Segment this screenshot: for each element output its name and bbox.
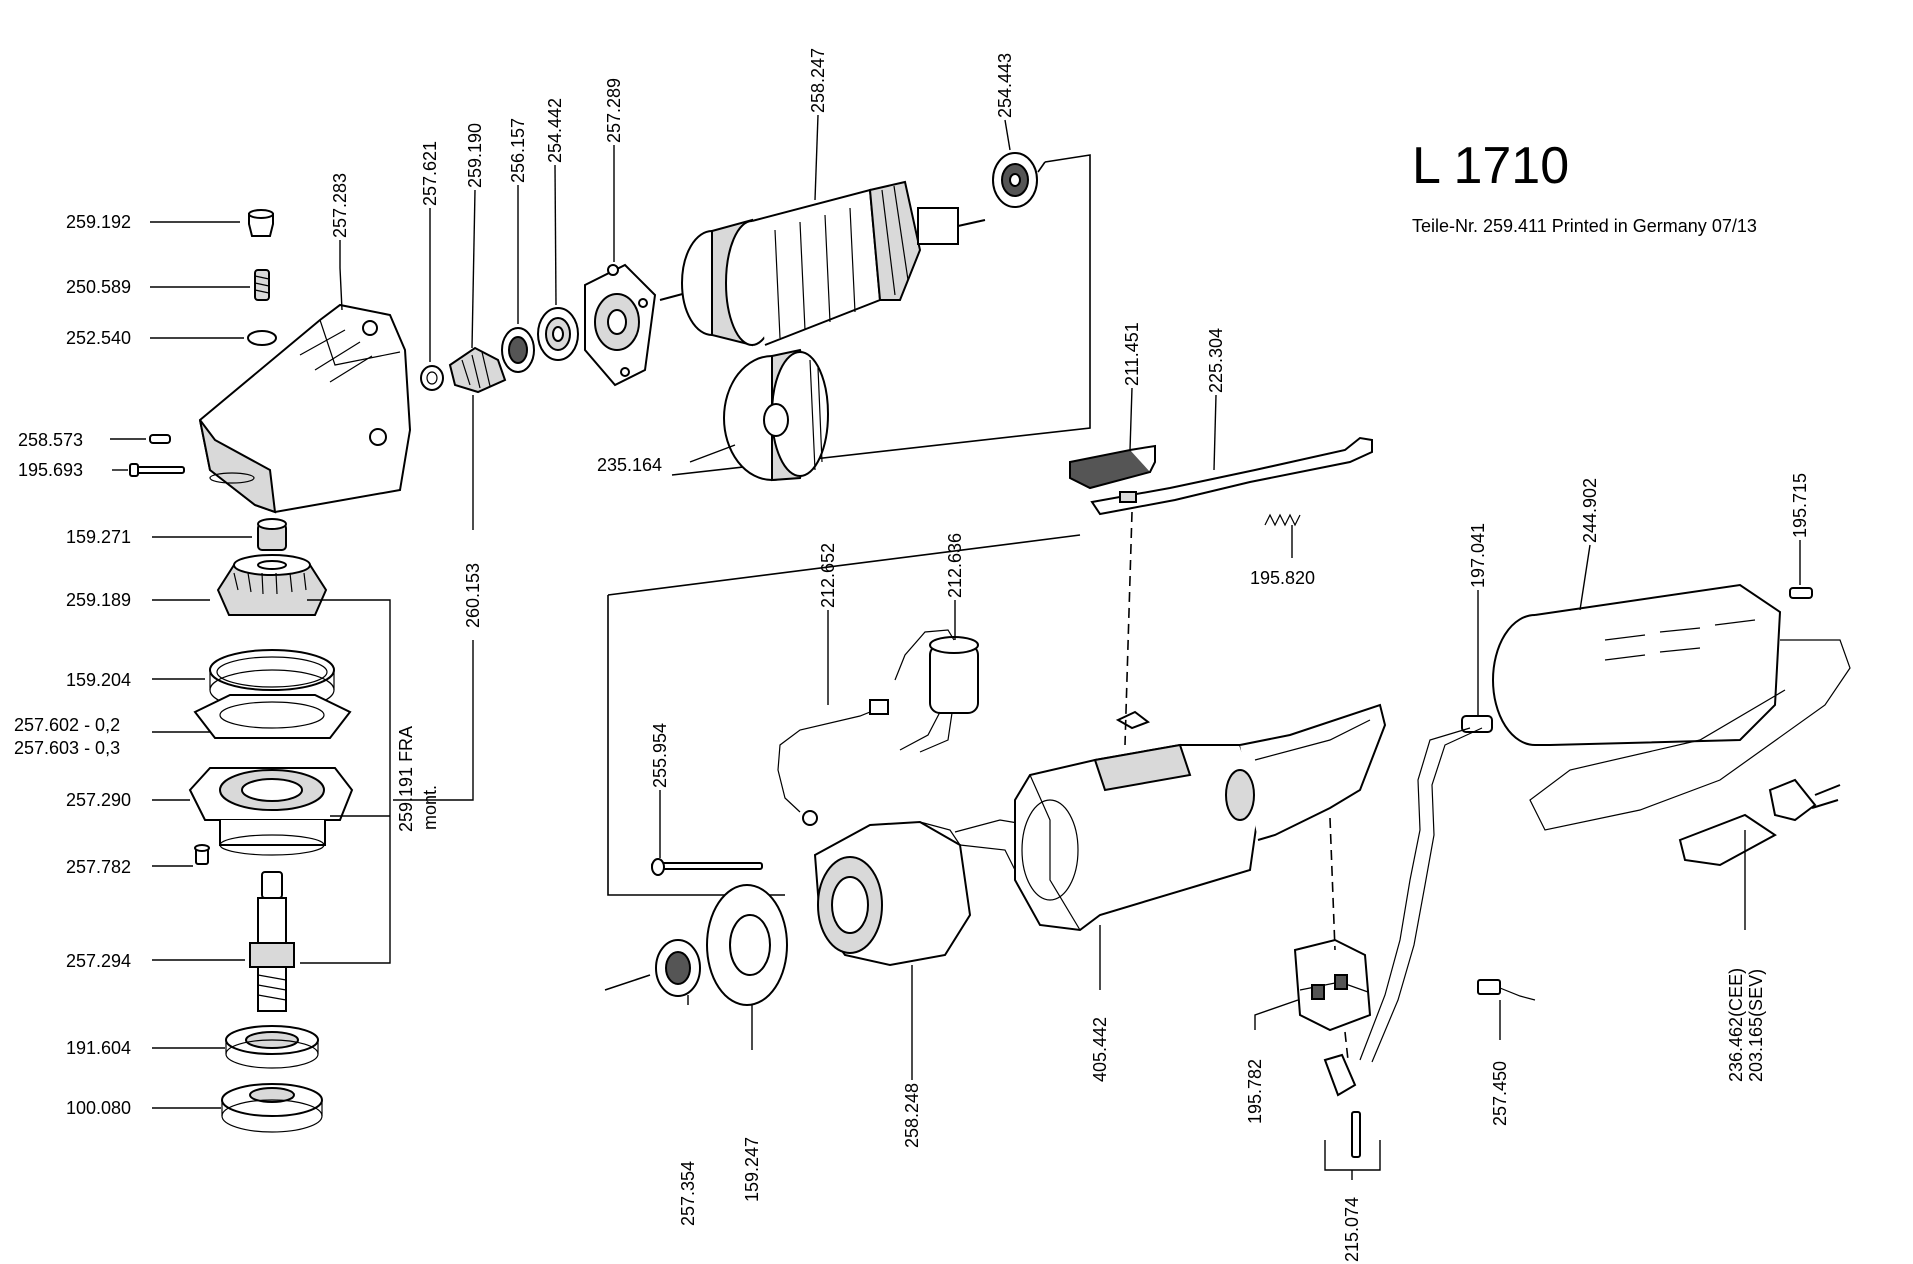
nut-257-621 [420,365,444,391]
screw-257-782 [194,844,210,865]
capacitor-212-636 [894,629,979,753]
label-235-164: 235.164 [597,455,662,475]
switch-button-211-451 [1069,444,1156,490]
label-191-604: 191.604 [66,1038,131,1058]
screw-259-192 [248,209,274,237]
label-256-157: 256.157 [508,118,528,183]
switch-rod-225-304 [1090,436,1373,516]
label-225-304: 225.304 [1206,328,1226,393]
label-100-080: 100.080 [66,1098,131,1118]
label-257-354: 257.354 [678,1161,698,1226]
screw-195-715 [1789,587,1813,599]
bevel-gear-259-189 [216,554,328,616]
label-255-954: 255.954 [650,723,670,788]
label-257-450: 257.450 [1490,1061,1510,1126]
armature-258-247 [659,180,986,347]
nut-100-080 [221,1083,323,1133]
section-frame [604,154,1091,991]
bearing-flange-257-290 [188,767,354,856]
cable-197-041 [1359,715,1493,1063]
label-259-189: 259.189 [66,590,131,610]
ring-159-204 [209,649,335,711]
label-195-715: 195.715 [1790,473,1810,538]
label-203-165: 203.165(SEV) [1746,969,1766,1082]
label-244-902: 244.902 [1580,478,1600,543]
label-257-283: 257.283 [330,173,350,238]
label-257-602: 257.602 - 0,2 [14,715,120,735]
gear-235-164 [723,348,829,482]
plug-236-462 [1529,639,1851,867]
o-ring-252-540 [247,330,277,346]
label-195-820: 195.820 [1250,568,1315,588]
bearing-254-442 [537,307,579,361]
cable-212-652 [777,699,889,826]
cover-244-902 [1492,583,1782,746]
label-195-782: 195.782 [1245,1059,1265,1124]
stator-258-248 [813,819,1031,967]
label-258-247: 258.247 [808,48,828,113]
label-257-621: 257.621 [420,141,440,206]
cable-clamp-215-074 [1323,1053,1361,1158]
label-257-782: 257.782 [66,857,131,877]
screw-258-573 [149,434,171,444]
nut-159-271 [257,518,287,551]
carbon-brush-257-450 [1477,979,1536,1001]
label-236-462: 236.462(CEE) [1726,968,1746,1082]
bearing-plate-257-289 [584,263,657,387]
leader-lines [110,114,1801,1180]
label-405-442: 405.442 [1090,1017,1110,1082]
bearing-254-443 [992,152,1038,208]
label-254-442: 254.442 [545,98,565,163]
gear-housing-257-283 [198,303,412,514]
label-258-573: 258.573 [18,430,83,450]
label-195-693: 195.693 [18,460,83,480]
label-197-041: 197.041 [1468,523,1488,588]
shim-159-247 [706,884,788,1006]
spring-195-820 [1264,513,1301,527]
label-254-443: 254.443 [995,53,1015,118]
label-258-248: 258.248 [902,1083,922,1148]
label-215-074: 215.074 [1342,1197,1362,1262]
spring-250-589 [254,269,270,301]
motor-housing-405-442 [1014,703,1387,932]
part-labels: 259.192 250.589 252.540 258.573 195.693 … [14,48,1810,1262]
label-159-247: 159.247 [742,1137,762,1202]
bearing-257-354 [655,939,701,997]
label-212-652: 212.652 [818,543,838,608]
label-257-294: 257.294 [66,951,131,971]
long-screw-255-954 [651,858,763,876]
screw-195-693 [129,463,185,477]
label-259-190: 259.190 [465,123,485,188]
flange-191-604 [225,1025,319,1069]
label-159-204: 159.204 [66,670,131,690]
pinion-259-190 [448,346,507,394]
label-159-271: 159.271 [66,527,131,547]
label-211-451: 211.451 [1122,322,1142,386]
label-212-636: 212.636 [945,533,965,598]
label-252-540: 252.540 [66,328,131,348]
model-title: L 1710 [1412,137,1569,195]
label-250-589: 250.589 [66,277,131,297]
label-257-603: 257.603 - 0,3 [14,738,120,758]
label-257-289: 257.289 [604,78,624,143]
label-259-191: 259.191 FRA [396,726,416,832]
label-257-290: 257.290 [66,790,131,810]
shim-257-602 [193,694,352,739]
switch-195-782 [1293,938,1372,1032]
spindle-257-294 [249,871,295,1012]
label-259-192: 259.192 [66,212,131,232]
part-number-subtitle: Teile-Nr. 259.411 Printed in Germany 07/… [1412,216,1757,236]
label-260-153: 260.153 [463,563,483,628]
label-259-191-mont: mont. [420,785,440,830]
bearing-256-157 [501,327,535,373]
